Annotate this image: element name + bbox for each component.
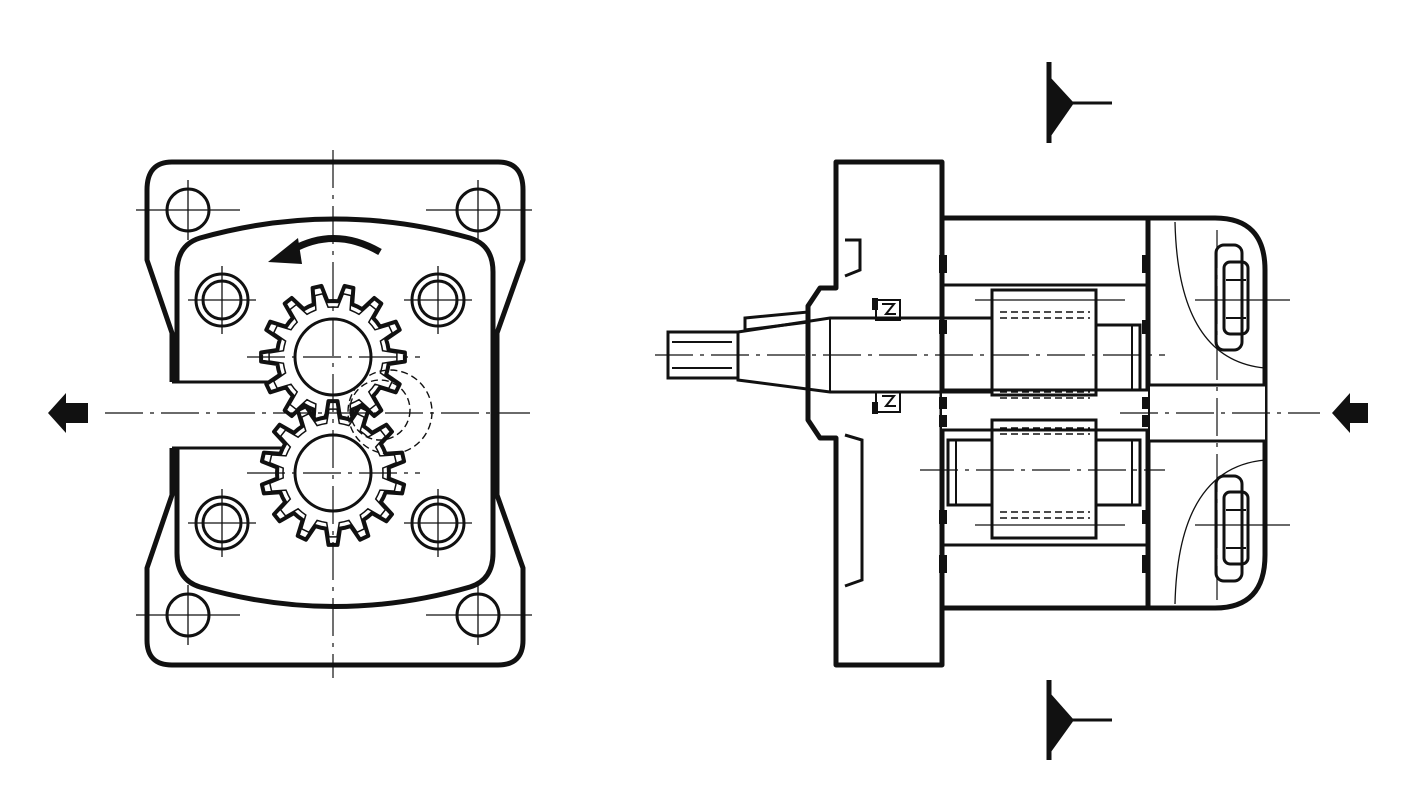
cover-contour — [1174, 459, 1266, 605]
front-flange — [144, 159, 526, 668]
flange-groove — [844, 238, 862, 278]
section-rear-cover — [1145, 215, 1268, 611]
port-arrow-icon — [1332, 393, 1368, 433]
front-body-plate — [174, 216, 496, 609]
section-marker-icon — [1046, 680, 1112, 760]
flange-groove — [844, 433, 864, 588]
rotation-arrow-icon — [268, 235, 382, 264]
cover-bolt — [1214, 243, 1250, 352]
section-drive-gear — [990, 288, 1098, 397]
section-marker-icon — [1046, 62, 1112, 143]
gear-teeth-inner-line — [268, 292, 398, 422]
shaft-seal — [872, 298, 901, 414]
cover-contour — [1174, 221, 1266, 369]
driven-shaft-journal-rear — [1094, 438, 1142, 507]
front-view — [48, 150, 532, 678]
relief-groove-hidden — [349, 379, 411, 441]
seal-rings — [939, 255, 1150, 573]
bearing-block-lower — [940, 428, 1150, 547]
section-driven-gear — [990, 418, 1098, 540]
port-arrow-icon — [48, 393, 88, 433]
relief-groove-hidden — [347, 369, 433, 455]
section-view — [655, 62, 1368, 760]
bearing-block-upper — [940, 283, 1150, 392]
shaft-key — [743, 310, 810, 332]
drive-shaft-journal — [1094, 323, 1142, 392]
driven-shaft-journal-front — [946, 438, 994, 507]
cover-bolt — [1214, 474, 1250, 583]
